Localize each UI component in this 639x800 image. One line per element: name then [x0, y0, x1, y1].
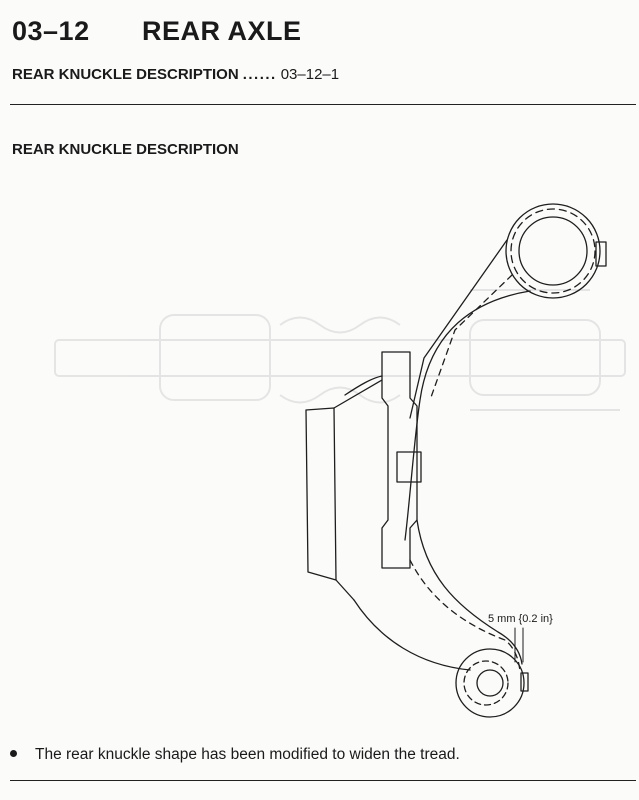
lower-arm-outer-edge	[416, 519, 523, 665]
lower-bushing-previous-shape	[463, 660, 509, 706]
section-title: REAR AXLE	[142, 16, 302, 46]
upper-arm-inner-edge	[404, 290, 531, 541]
rib-boss	[396, 451, 422, 483]
upper-bushing-tab	[595, 241, 607, 267]
section-heading: REAR KNUCKLE DESCRIPTION	[12, 141, 239, 158]
bullet-note: The rear knuckle shape has been modified…	[10, 746, 460, 764]
hub-face-plate	[305, 407, 337, 581]
upper-arm-outer-edge	[409, 239, 508, 419]
rear-knuckle-figure	[0, 170, 639, 730]
upper-bushing-inner	[518, 216, 588, 286]
dimension-callout: 5 mm {0.2 in}	[488, 613, 553, 625]
bleed-through-shadow	[54, 289, 626, 411]
toc-entry[interactable]: REAR KNUCKLE DESCRIPTION......03–12–1	[12, 66, 339, 83]
upper-arm-previous-shape	[429, 274, 513, 401]
hub-upper-bevel	[333, 379, 383, 409]
toc-leader: ......	[242, 66, 277, 83]
header-divider	[10, 104, 636, 105]
bullet-note-text: The rear knuckle shape has been modified…	[35, 746, 460, 763]
bullet-dot	[10, 750, 17, 758]
hub-lower-bevel	[335, 579, 355, 601]
lower-bushing-outer	[455, 648, 525, 718]
upper-bushing-previous-shape	[510, 208, 596, 294]
lower-arm-previous-shape	[409, 559, 521, 673]
toc-page-ref: 03–12–1	[280, 66, 340, 83]
knuckle-top-edge	[344, 375, 383, 396]
lower-bushing-inner	[476, 669, 504, 697]
knuckle-lower-body	[353, 599, 471, 671]
knuckle-drawing	[305, 203, 607, 718]
footer-divider	[10, 780, 636, 781]
section-number: 03–12	[12, 16, 90, 46]
knuckle-vertical-rib	[381, 351, 418, 569]
upper-bushing-outer	[505, 203, 601, 299]
lower-bushing-tab	[520, 672, 529, 692]
toc-entry-title: REAR KNUCKLE DESCRIPTION	[12, 66, 239, 83]
